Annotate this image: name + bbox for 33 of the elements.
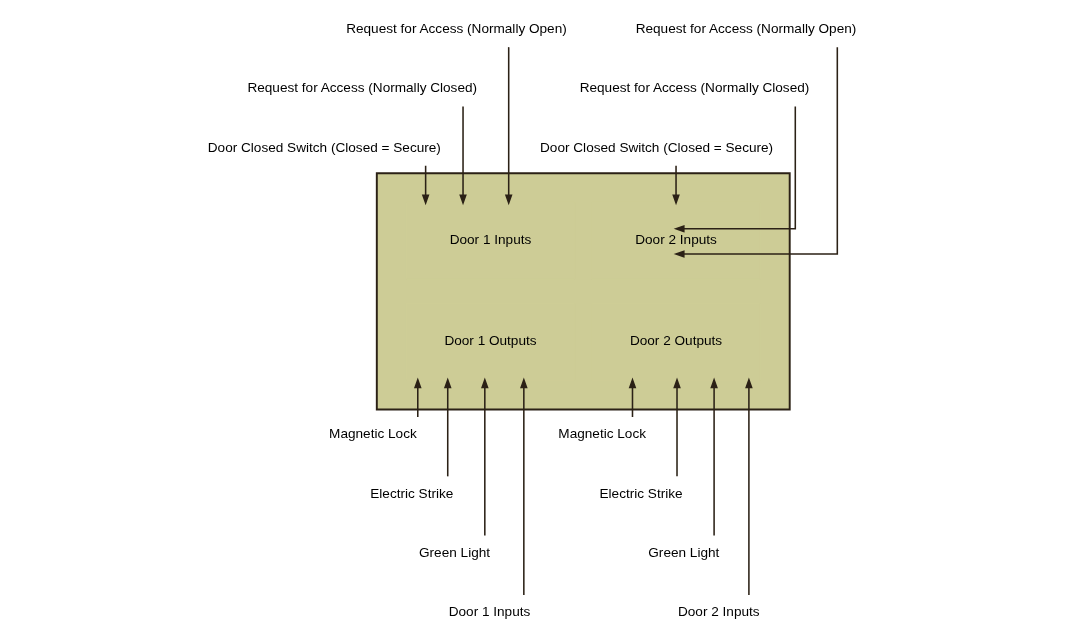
arrow	[672, 164, 680, 206]
arrow	[481, 377, 489, 537]
node-text: Request for Access (Normally Closed)	[579, 80, 810, 96]
arrow	[745, 377, 753, 596]
node-text: Door 1 Inputs	[449, 232, 532, 248]
node-text: Door Closed Switch (Closed = Secure)	[540, 139, 774, 155]
arrow	[504, 46, 513, 206]
arrow	[520, 377, 528, 596]
arrow	[710, 377, 718, 537]
arrow	[421, 164, 430, 206]
node-text: Door 2 Inputs	[677, 604, 760, 620]
node-text: Door 2 Outputs	[629, 333, 723, 349]
node-text: Magnetic Lock	[558, 426, 647, 442]
node-text: Green Light	[419, 544, 491, 560]
node-text: Electric Strike	[599, 485, 683, 501]
node-text: Request for Access (Normally Open)	[346, 21, 567, 37]
node-text: Electric Strike	[370, 485, 454, 501]
node-text: Request for Access (Normally Open)	[635, 21, 857, 37]
node-text: Request for Access (Normally Closed)	[247, 80, 478, 96]
arrow	[459, 105, 467, 206]
node-text: Green Light	[648, 544, 720, 560]
node-text: Door Closed Switch (Closed = Secure)	[207, 139, 441, 155]
arrow	[628, 377, 637, 418]
arrow	[673, 105, 797, 233]
arrow	[443, 377, 452, 478]
arrow	[673, 46, 839, 258]
arrow	[673, 377, 681, 478]
node-text: Door 1 Inputs	[448, 604, 531, 620]
arrow	[413, 377, 422, 418]
cluster	[375, 172, 791, 411]
node-text: Door 1 Outputs	[444, 333, 537, 349]
node-text: Magnetic Lock	[329, 426, 417, 442]
node-text: Door 2 Inputs	[635, 232, 717, 248]
